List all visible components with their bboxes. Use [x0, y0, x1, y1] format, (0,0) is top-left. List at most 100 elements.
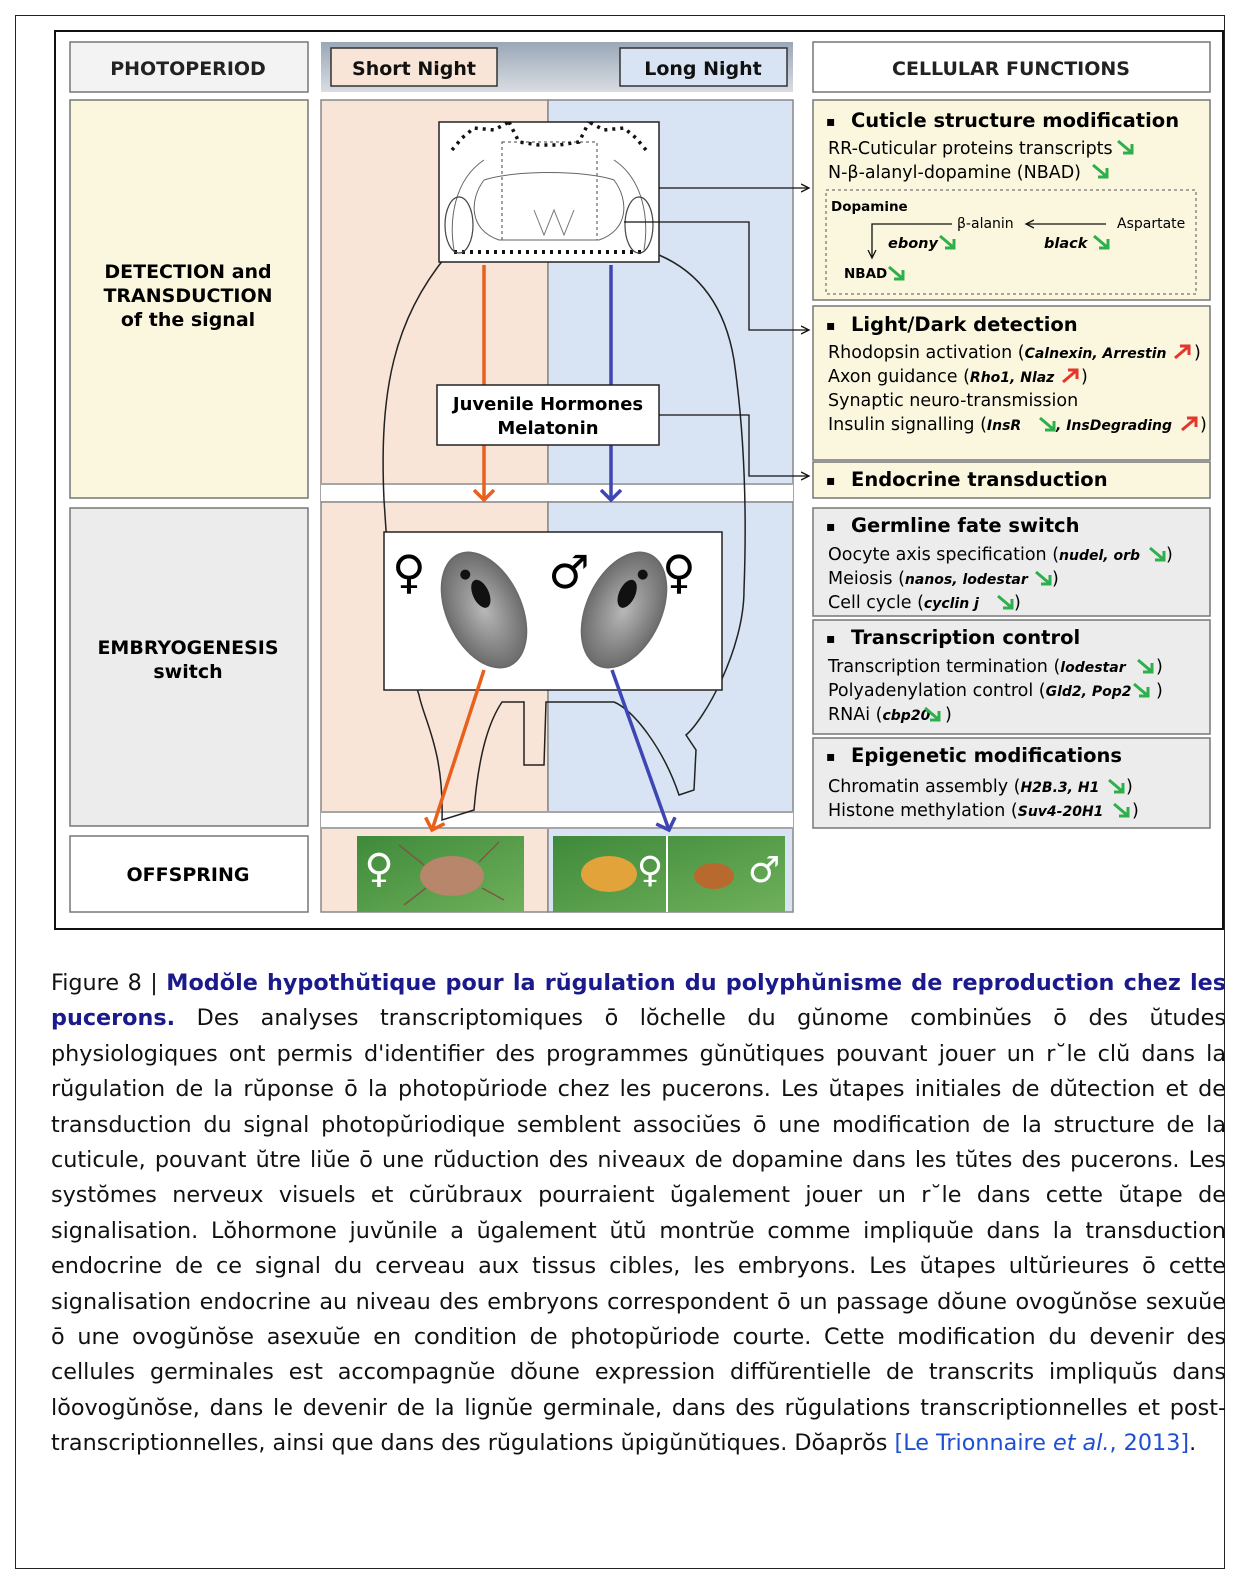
pathway-black: black [1044, 236, 1089, 252]
aphid-head-box [438, 121, 660, 263]
transcription-bullet: ▪ [826, 631, 836, 647]
embryogenesis-label-2: switch [153, 661, 222, 683]
detection-row [69, 99, 309, 499]
oocyte-genes: nudel, orb [1059, 548, 1140, 564]
light-dark-title: Light/Dark detection [851, 313, 1078, 336]
detection-label-1: DETECTION and [104, 261, 271, 283]
svg-text:Transcription termination (lod: Transcription termination (lodestar [827, 657, 1127, 677]
long-night-header [619, 47, 788, 87]
svg-text:Chromatin assembly (H2B.3, H1: Chromatin assembly (H2B.3, H1 [828, 777, 1099, 797]
meiosis-label: Meiosis [828, 569, 893, 589]
svg-text:Meiosis (nanos, lodestar: Meiosis (nanos, lodestar [828, 569, 1029, 589]
female-symbol-long: ♀ [662, 545, 696, 599]
photoperiod-header [69, 41, 309, 93]
embryogenesis-label-1: EMBRYOGENESIS [97, 637, 278, 659]
svg-text:♂: ♂ [748, 850, 780, 891]
caption-citation-link[interactable]: [Le Trionnaire et al., 2013] [894, 1430, 1190, 1457]
rnai-genes: cbp20 [882, 708, 930, 724]
germline-panel [812, 507, 1211, 617]
offspring-photo-short: ♀ [357, 836, 524, 912]
pathway-aspartate: Aspartate [1117, 216, 1185, 232]
svg-text:♀: ♀ [364, 846, 393, 892]
head-to-light-arrow [624, 221, 809, 330]
insulin-gene-2: , InsDegrading [1055, 418, 1172, 434]
endocrine-panel [812, 461, 1211, 499]
pathway-nbad: NBAD [844, 266, 887, 282]
svg-text:): ) [945, 705, 952, 725]
cuticle-bullet: ▪ [826, 114, 836, 130]
svg-text:Histone methylation (Suv4-20H1: Histone methylation (Suv4-20H1 [828, 801, 1103, 821]
cellular-functions-header [812, 41, 1211, 93]
axon-genes: Rho1, Nlaz [970, 370, 1055, 386]
caption-body: Des analyses transcriptomiques ō lŏchell… [51, 1005, 1226, 1457]
figure-frame: PHOTOPERIOD Short Night Long Night CELLU… [15, 15, 1226, 1569]
embryogenesis-row [69, 507, 309, 827]
caption-label: Figure 8 | [51, 970, 158, 996]
female-symbol-short: ♀ [392, 545, 426, 599]
short-night-label: Short Night [352, 58, 476, 80]
chromatin-label: Chromatin assembly [828, 777, 1008, 797]
svg-text:): ) [1200, 415, 1207, 435]
transcription-panel [812, 619, 1211, 735]
short-night-header [330, 47, 498, 87]
svg-text:): ) [1052, 569, 1059, 589]
transcription-title: Transcription control [851, 626, 1080, 649]
svg-text:Axon guidance (Rho1, Nlaz: Axon guidance (Rho1, Nlaz [828, 367, 1055, 387]
histone-genes: Suv4-20H1 [1018, 804, 1104, 820]
cellcycle-genes: cyclin j [924, 596, 979, 612]
svg-text:): ) [1156, 657, 1163, 677]
epigenetic-panel [812, 737, 1211, 829]
cellular-functions-label: CELLULAR FUNCTIONS [892, 58, 1130, 80]
svg-text:): ) [1014, 593, 1021, 613]
rhodopsin-genes: Calnexin, Arrestin [1025, 346, 1167, 362]
embryo-short-night [440, 551, 528, 669]
svg-text:): ) [1156, 681, 1163, 701]
axon-label: Axon guidance [828, 367, 958, 387]
hormone-to-endocrine-arrow [659, 414, 809, 476]
long-night-label: Long Night [644, 58, 762, 80]
insulin-gene-1: InsR [987, 418, 1021, 434]
light-dark-panel [812, 305, 1211, 461]
svg-text:Oocyte axis specification (nud: Oocyte axis specification (nudel, orb [828, 545, 1140, 565]
cuticle-title: Cuticle structure modification [851, 109, 1179, 132]
rhodopsin-label: Rhodopsin activation [828, 343, 1012, 363]
rnai-label: RNAi [828, 705, 870, 725]
light-bullet: ▪ [826, 318, 836, 334]
epigenetic-bullet: ▪ [826, 749, 836, 765]
meiosis-genes: nanos, lodestar [905, 572, 1029, 588]
insulin-label: Insulin signalling [828, 415, 975, 435]
detection-label-3: of the signal [121, 309, 255, 331]
pathway-ebony: ebony [888, 236, 938, 252]
chromatin-genes: H2B.3, H1 [1020, 780, 1099, 796]
germline-title: Germline fate switch [851, 514, 1079, 537]
svg-text:Polyadenylation control (Gld2,: Polyadenylation control (Gld2, Pop2 [828, 681, 1132, 701]
hormones-label-1: Juvenile Hormones [451, 394, 643, 415]
figure-diagram: PHOTOPERIOD Short Night Long Night CELLU… [54, 30, 1224, 930]
offspring-label: OFFSPRING [127, 864, 250, 886]
svg-text:Cell cycle (cyclin j: Cell cycle (cyclin j [828, 593, 979, 613]
offspring-row [69, 835, 309, 913]
termination-genes: lodestar [1060, 660, 1126, 676]
offspring-photo-long: ♀ ♂ [553, 836, 785, 912]
endocrine-bullet: ▪ [826, 473, 836, 489]
photoperiod-label: PHOTOPERIOD [110, 58, 266, 80]
synaptic-label: Synaptic neuro-transmission [828, 391, 1078, 411]
pathway-box [825, 189, 1197, 295]
cuticle-line-2: N-β-alanyl-dopamine (NBAD) [828, 163, 1081, 183]
svg-text:): ) [1194, 343, 1201, 363]
male-symbol-long: ♂ [548, 545, 589, 599]
cuticle-line-1: RR-Cuticular proteins transcripts [828, 139, 1113, 159]
svg-text:): ) [1132, 801, 1139, 821]
svg-text:RNAi (cbp20: RNAi (cbp20 [828, 705, 931, 725]
endocrine-title: Endocrine transduction [851, 468, 1108, 491]
svg-text:Rhodopsin activation (Calnexin: Rhodopsin activation (Calnexin, Arrestin [828, 343, 1167, 363]
oocyte-label: Oocyte axis specification [828, 545, 1047, 565]
hormones-label-2: Melatonin [497, 418, 598, 439]
detection-label-2: TRANSDUCTION [103, 285, 272, 307]
embryo-long-night [580, 551, 668, 669]
embryo-box [383, 531, 723, 691]
pathway-beta-alanin: β-alanin [957, 216, 1014, 232]
polyadenylation-genes: Gld2, Pop2 [1046, 684, 1132, 700]
termination-label: Transcription termination [827, 657, 1048, 677]
pathway-dopamine: Dopamine [831, 199, 908, 215]
